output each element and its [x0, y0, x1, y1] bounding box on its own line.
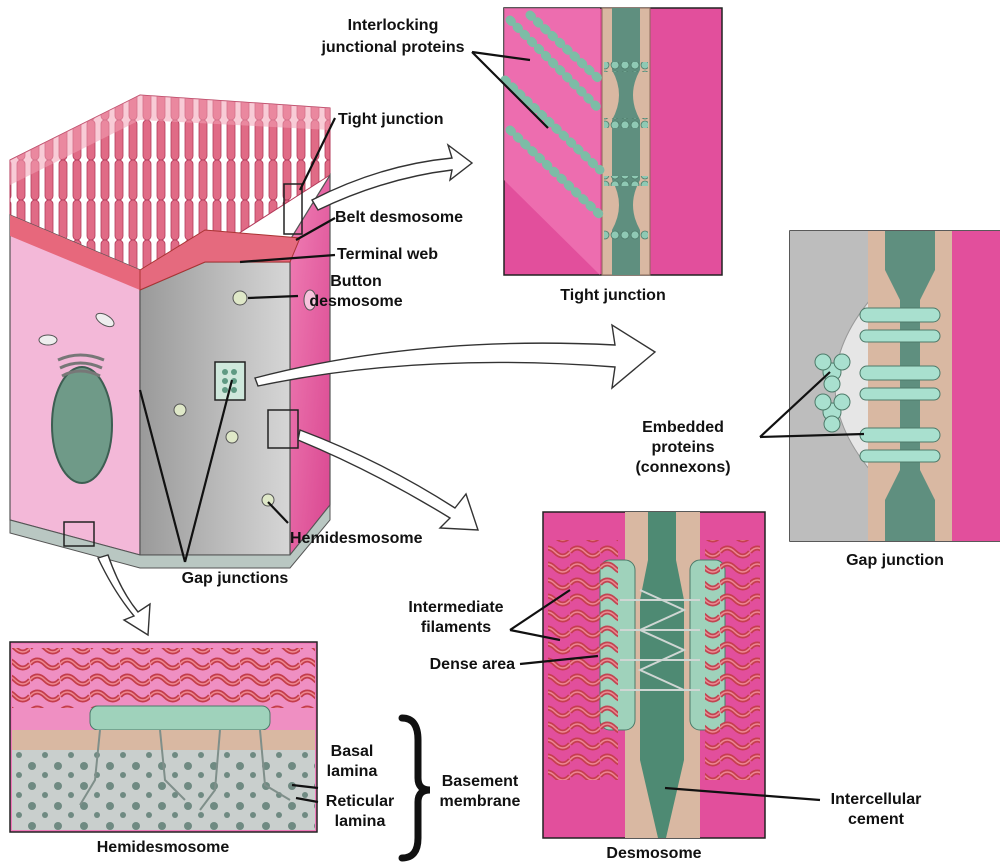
basement-membrane-brace [402, 718, 430, 858]
epithelial-cell-block [10, 95, 330, 568]
basement-membrane-label-line2: membrane [440, 793, 521, 810]
interlocking-label-line1: Interlocking [348, 17, 439, 34]
reticular-lamina-label-line1: Reticular [326, 793, 394, 810]
embedded-proteins-label-line2: proteins [651, 439, 714, 456]
button-desmosome-spot [174, 404, 186, 416]
hemidesmosome-label: Hemidesmosome [290, 530, 423, 547]
intercellular-cement-label-line2: cement [848, 811, 905, 828]
desmosome-panel [543, 512, 765, 838]
tight-junction-label: Tight junction [338, 111, 443, 128]
interlocking-label-line2: junctional proteins [320, 39, 464, 56]
arrow-to-tight-junction [312, 145, 472, 210]
dense-area-label: Dense area [430, 656, 515, 673]
basal-lamina-label-line2: lamina [327, 763, 378, 780]
hemidesmosome-caption: Hemidesmosome [97, 839, 230, 856]
basal-lamina-label-line1: Basal [331, 743, 374, 760]
intermediate-filaments-label-line2: filaments [421, 619, 491, 636]
button-desmosome-spot [233, 291, 247, 305]
tight-junction-caption: Tight junction [560, 287, 665, 304]
button-desmosome-spot [262, 494, 274, 506]
terminal-web-label: Terminal web [337, 246, 438, 263]
intercellular-cement-label-line1: Intercellular [831, 791, 922, 808]
gap-junction-caption: Gap junction [846, 552, 944, 569]
intermediate-filaments-label-line1: Intermediate [408, 599, 503, 616]
embedded-proteins-label-line3: (connexons) [635, 459, 730, 476]
gap-junctions-label: Gap junctions [182, 570, 289, 587]
nucleus [52, 367, 112, 483]
cell-cutaway-face [140, 262, 290, 555]
basement-membrane-label-line1: Basement [442, 773, 519, 790]
mitochondrion [39, 335, 57, 345]
reticular-lamina-label-line2: lamina [335, 813, 386, 830]
tight-junction-panel [504, 8, 722, 275]
gap-junction-panel [790, 231, 1000, 541]
button-desmosome-label-line2: desmosome [309, 293, 402, 310]
gap-junction-patch [215, 362, 245, 400]
hemidesmosome-panel [10, 642, 317, 832]
belt-desmosome-label: Belt desmosome [335, 209, 463, 226]
desmosome-caption: Desmosome [606, 845, 701, 862]
button-desmosome-label-line1: Button [330, 273, 382, 290]
embedded-proteins-label-line1: Embedded [642, 419, 724, 436]
button-desmosome-spot [226, 431, 238, 443]
